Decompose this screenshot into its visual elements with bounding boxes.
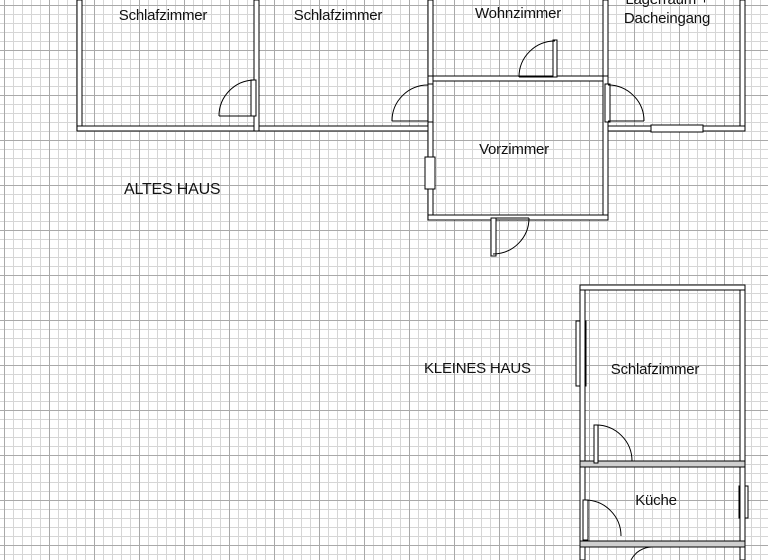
wall — [579, 540, 746, 548]
kleines-haus-doors — [582, 424, 653, 560]
door — [630, 546, 653, 560]
door — [604, 83, 645, 123]
wall — [253, 0, 260, 132]
building-label-kleines-haus: KLEINES HAUS — [424, 360, 531, 377]
wall — [579, 284, 746, 291]
room-label-wohnzimmer: Wohnzimmer — [474, 5, 562, 22]
door — [218, 79, 257, 117]
room-label-line: Dacheingang — [623, 10, 711, 27]
door — [490, 217, 530, 257]
window — [424, 156, 436, 190]
wall — [739, 284, 746, 560]
wall — [427, 0, 434, 81]
doors — [218, 39, 645, 257]
wall — [739, 0, 746, 132]
windows — [424, 124, 749, 519]
door — [582, 499, 622, 541]
building-label-altes-haus: ALTES HAUS — [124, 181, 221, 198]
room-label-lagerraum-dacheingang: Lagerraum + Dacheingang — [624, 0, 710, 28]
room-label-kueche: Küche — [635, 492, 677, 509]
wall — [602, 0, 609, 81]
door — [593, 424, 633, 464]
window — [650, 124, 704, 133]
door — [391, 83, 434, 123]
wall — [579, 460, 746, 468]
room-label-vorzimmer: Vorzimmer — [479, 141, 549, 158]
room-label-schlafzimmer-1: Schlafzimmer — [118, 7, 208, 24]
room-label-line: Lagerraum + — [624, 0, 710, 9]
wall — [427, 75, 609, 82]
door — [518, 39, 558, 78]
room-label-schlafzimmer-3: Schlafzimmer — [610, 361, 700, 378]
kleines-haus-walls — [579, 284, 746, 560]
room-label-schlafzimmer-2: Schlafzimmer — [293, 7, 383, 24]
wall — [76, 0, 83, 132]
